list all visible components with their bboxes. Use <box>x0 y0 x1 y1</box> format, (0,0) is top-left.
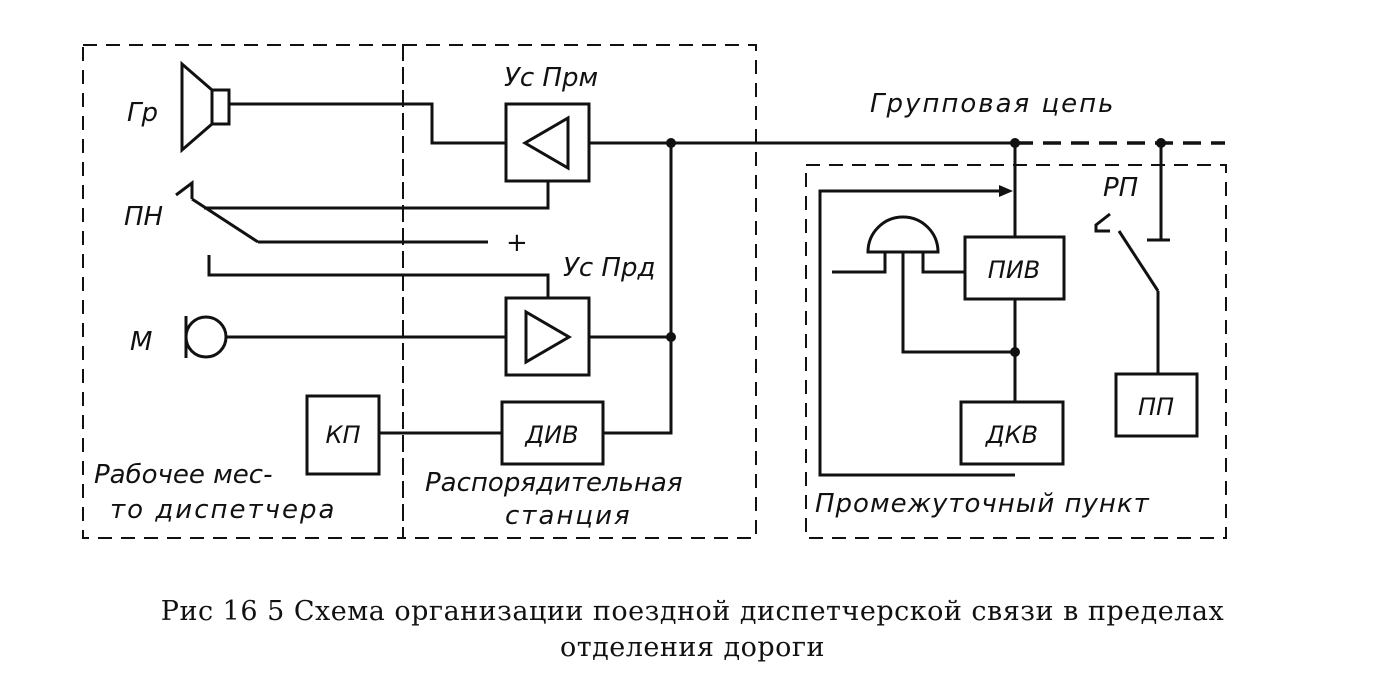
junction-dot <box>1156 138 1166 148</box>
wire-loop <box>818 189 1015 477</box>
relay-label: РП <box>1103 173 1138 203</box>
station-label-line1: Распорядительная <box>425 468 683 498</box>
bell-icon <box>832 215 1015 354</box>
dkv-block <box>959 400 1065 466</box>
train-dispatch-communication-diagram: КП ДИВ ПИВ ДКВ ПП Гр ПН М Ус Прм Ус Прд … <box>82 44 1227 539</box>
push-to-talk-switch-icon <box>175 180 259 244</box>
transmitter-amplifier-label: Ус Прд <box>563 253 655 283</box>
loudspeaker-label: Гр <box>127 98 158 128</box>
switch-label: ПН <box>124 202 163 232</box>
pp-block <box>1114 372 1199 438</box>
wire-switch-to-transmitter <box>207 255 550 298</box>
piv-block <box>963 235 1066 301</box>
station-label-line2: станция <box>505 501 632 531</box>
junction-dot <box>666 138 676 148</box>
junction-dot <box>666 332 676 342</box>
workplace-label-line1: Рабочее мес- <box>94 460 272 490</box>
kp-block <box>305 394 381 476</box>
piv-label: ПИВ <box>988 256 1040 284</box>
microphone-icon <box>184 315 228 359</box>
caption-line1: Рис 16 5 Схема организации поездной дисп… <box>160 596 1225 627</box>
loudspeaker-icon <box>180 60 231 154</box>
div-label: ДИВ <box>524 421 578 449</box>
arrow-head-icon <box>999 185 1013 197</box>
junction-dot <box>1010 347 1020 357</box>
dispatch-station-region <box>402 44 757 539</box>
kp-label: КП <box>325 421 360 449</box>
receiver-amplifier-block <box>504 102 591 183</box>
dkv-label: ДКВ <box>985 421 1038 449</box>
caption-line2: отделения дороги <box>559 632 826 663</box>
transmitter-amplifier-triangle-icon <box>524 309 572 365</box>
plus-sign-label: + <box>506 228 528 258</box>
figure-caption: Рис 16 5 Схема организации поездной дисп… <box>0 594 1385 666</box>
rp-switch-icon <box>1094 212 1160 374</box>
microphone-label: М <box>130 327 152 357</box>
wire-speaker-to-receiver <box>229 102 506 145</box>
group-chain-label: Групповая цепь <box>870 89 1115 119</box>
receiver-amplifier-label: Ус Прм <box>504 63 598 93</box>
wire-switch-to-receiver <box>204 181 550 210</box>
receiver-amplifier-triangle-icon <box>522 115 570 171</box>
transmitter-amplifier-block <box>504 296 591 377</box>
junction-dot <box>1010 138 1020 148</box>
div-block <box>500 400 605 466</box>
dispatcher-workplace-region <box>82 44 404 539</box>
pp-label: ПП <box>1138 393 1174 421</box>
intermediate-point-label: Промежуточный пункт <box>815 489 1150 519</box>
station-bus-wire <box>603 143 673 435</box>
workplace-label-line2: то диспетчера <box>110 495 336 525</box>
